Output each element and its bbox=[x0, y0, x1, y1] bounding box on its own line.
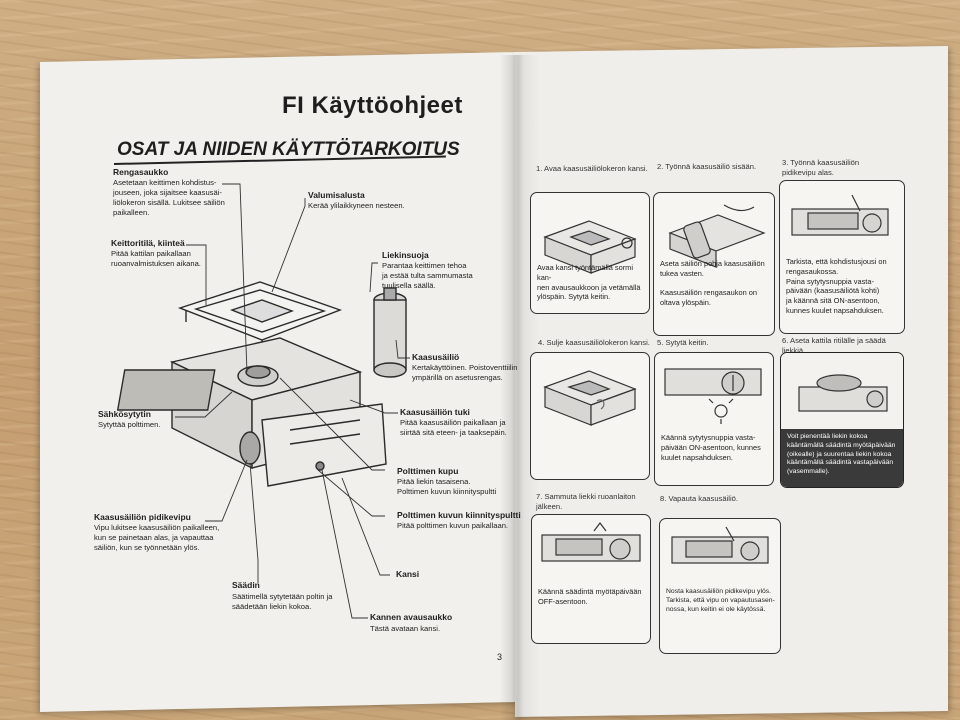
step-2-text: Aseta säiliön pohja kaasusäiliön tukea v… bbox=[660, 259, 765, 308]
part-label-kaasusailio: Kaasusäiliö bbox=[412, 352, 460, 362]
part-label-kiinnityspultti: Polttimen kuvun kiinnityspultti bbox=[397, 510, 521, 520]
step-4-panel bbox=[530, 352, 650, 480]
step-8-heading: 8. Vapauta kaasusäiliö. bbox=[660, 494, 738, 503]
step-5-illustration bbox=[664, 368, 762, 424]
part-label-kaasusailion-tuki: Kaasusäiliön tuki bbox=[400, 407, 470, 417]
part-label-rengasaukko: Rengasaukko bbox=[113, 167, 169, 177]
part-desc-kaasusailio: Kertakäyttöinen. Poistoventtiilin ympäri… bbox=[412, 363, 518, 382]
step-5-heading: 5. Sytytä keitin. bbox=[657, 338, 709, 347]
part-desc-kannen-avausaukko: Tästä avataan kansi. bbox=[370, 624, 441, 633]
part-desc-liekinsuoja: Parantaa keittimen tehoa ja estää tulta … bbox=[382, 261, 473, 290]
step-7-heading: 7. Sammuta liekki ruoanlaiton jälkeen. bbox=[536, 492, 636, 511]
step-2-illustration bbox=[668, 204, 766, 268]
step-1-illustration bbox=[543, 220, 637, 274]
step-8-text: Nosta kaasusäiliön pidikevipu ylös. Tark… bbox=[666, 588, 775, 613]
part-desc-pidikevipu: Vipu lukitsee kaasusäiliön paikalleen, k… bbox=[94, 523, 220, 552]
part-label-saadin: Säädin bbox=[232, 580, 260, 590]
part-desc-kaasusailion-tuki: Pitää kaasusäiliön paikallaan ja siirtää… bbox=[400, 418, 507, 437]
step-3-text: Tarkista, että kohdistusjousi on rengasa… bbox=[786, 257, 887, 315]
step-5-text: Käännä sytytysnuppia vasta- päivään ON-a… bbox=[661, 433, 761, 462]
step-1-heading: 1. Avaa kaasusäiliölokeron kansi. bbox=[536, 164, 648, 173]
part-label-valumisalusta: Valumisalusta bbox=[308, 190, 365, 200]
part-desc-kiinnityspultti: Pitää polttimen kuvun paikallaan. bbox=[397, 521, 509, 530]
step-8-illustration bbox=[671, 526, 769, 564]
part-desc-rengasaukko: Asetetaan keittimen kohdistus- jouseen, … bbox=[113, 178, 225, 217]
step-4-heading: 4. Sulje kaasusäiliölokeron kansi. bbox=[538, 338, 650, 347]
step-6-heading: 6. Aseta kattila ritilälle ja säädä liek… bbox=[782, 336, 886, 355]
step-7-illustration bbox=[541, 522, 641, 562]
step-7-text: Käännä säädintä myötäpäivään OFF-asentoo… bbox=[538, 587, 642, 606]
part-label-kansi: Kansi bbox=[396, 569, 420, 579]
part-desc-valumisalusta: Kerää ylilaikkyneen nesteen. bbox=[308, 201, 405, 210]
part-label-kannen-avausaukko: Kannen avausaukko bbox=[370, 612, 453, 622]
part-label-pidikevipu: Kaasusäiliön pidikevipu bbox=[94, 512, 191, 522]
step-3-heading: 3. Työnnä kaasusäiliön pidikevipu alas. bbox=[782, 158, 860, 177]
part-label-keittoritila: Keittoritilä, kiinteä bbox=[111, 238, 185, 248]
step-8-panel: Nosta kaasusäiliön pidikevipu ylös. Tark… bbox=[659, 518, 781, 654]
step-1-panel: Avaa kansi työntämällä sormi kan- nen av… bbox=[530, 192, 650, 314]
section-title: OSAT JA NIIDEN KÄYTTÖTARKOITUS bbox=[117, 139, 460, 160]
step-4-illustration bbox=[543, 370, 637, 426]
part-desc-saadin: Säätimellä sytytetään poltin ja säädetää… bbox=[232, 592, 333, 611]
step-3-illustration bbox=[791, 194, 889, 236]
part-desc-keittoritila: Pitää kattilan paikallaan ruoanvalmistuk… bbox=[111, 249, 201, 268]
part-label-polttimen-kupu: Polttimen kupu bbox=[397, 466, 459, 476]
step-6-panel: Voit pienentää liekin kokoa kääntämällä … bbox=[780, 352, 904, 488]
page-title: FI Käyttöohjeet bbox=[282, 92, 463, 119]
step-2-panel: Aseta säiliön pohja kaasusäiliön tukea v… bbox=[653, 192, 775, 336]
step-6-text: Voit pienentää liekin kokoa kääntämällä … bbox=[787, 433, 896, 476]
page-number: 3 bbox=[497, 652, 503, 662]
step-7-panel: Käännä säädintä myötäpäivään OFF-asentoo… bbox=[531, 514, 651, 644]
part-desc-polttimen-kupu: Pitää liekin tasaisena. Polttimen kuvun … bbox=[397, 477, 497, 496]
step-5-panel: Käännä sytytysnuppia vasta- päivään ON-a… bbox=[654, 352, 774, 486]
step-3-panel: Tarkista, että kohdistusjousi on rengasa… bbox=[779, 180, 905, 334]
step-2-heading: 2. Työnnä kaasusäiliö sisään. bbox=[657, 162, 757, 171]
part-desc-sahkosytytin: Sytyttää polttimen. bbox=[98, 420, 161, 429]
step-6-illustration bbox=[781, 353, 903, 487]
part-label-sahkosytytin: Sähkösytytin bbox=[98, 409, 151, 419]
step-1-text: Avaa kansi työntämällä sormi kan- nen av… bbox=[537, 263, 641, 302]
part-label-liekinsuoja: Liekinsuoja bbox=[382, 250, 429, 260]
